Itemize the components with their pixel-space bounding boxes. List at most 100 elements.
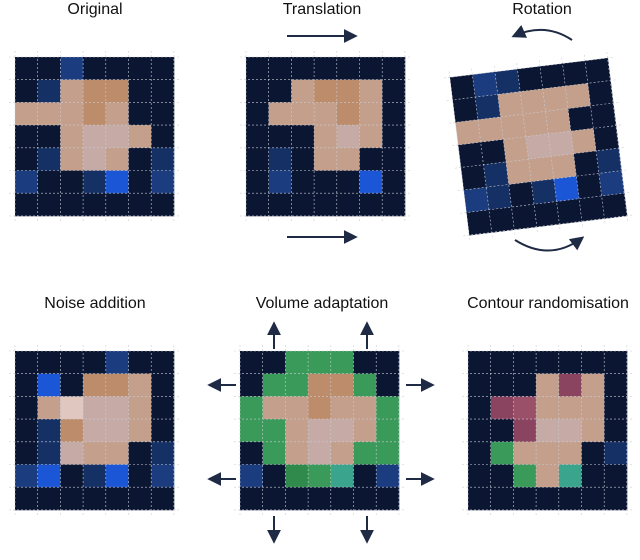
- grid-cell: [449, 74, 476, 101]
- grid-cell: [15, 373, 39, 397]
- grid-cell: [15, 102, 39, 126]
- grid-cell: [105, 419, 129, 443]
- grid-cell: [558, 373, 582, 397]
- grid-cell: [330, 464, 354, 488]
- grid-cell: [240, 487, 264, 511]
- grid-line: [457, 169, 628, 192]
- grid-cell: [376, 441, 400, 465]
- grid-cell: [128, 193, 152, 217]
- grid-cell: [128, 487, 152, 511]
- grid-cell: [291, 79, 315, 103]
- grid-cell: [285, 396, 309, 420]
- grid-cell: [105, 57, 129, 81]
- grid-cell: [83, 125, 107, 149]
- grid-line: [449, 102, 620, 124]
- grid-cell: [528, 156, 555, 183]
- grid-cell: [497, 91, 524, 118]
- grid-cell: [128, 57, 152, 81]
- grid-cell: [262, 396, 286, 420]
- grid-cell: [490, 441, 514, 465]
- grid-cell: [151, 170, 175, 194]
- grid-cell: [285, 373, 309, 397]
- grid-cell: [105, 441, 129, 465]
- grid-cell: [376, 487, 400, 511]
- grid-cell: [240, 396, 264, 420]
- grid-cell: [598, 170, 625, 197]
- grid-cell: [83, 487, 107, 511]
- grid-cell: [291, 102, 315, 126]
- grid-cell: [468, 396, 492, 420]
- grid-cell: [83, 170, 107, 194]
- grid-cell: [359, 79, 383, 103]
- grid-cell: [246, 79, 270, 103]
- grid-cell: [581, 396, 605, 420]
- grid-cell: [128, 419, 152, 443]
- title-original: Original: [67, 1, 122, 18]
- grid-cell: [513, 396, 537, 420]
- grid-cell: [581, 373, 605, 397]
- grid-cell: [314, 102, 338, 126]
- grid-cell: [60, 487, 84, 511]
- grid-cell: [353, 396, 377, 420]
- grid-cell: [240, 464, 264, 488]
- grid-cell: [246, 125, 270, 149]
- grid-cell: [336, 57, 360, 81]
- grid-cell: [308, 487, 332, 511]
- grid-cell: [37, 170, 61, 194]
- grid-cell: [468, 464, 492, 488]
- grid-cell: [151, 441, 175, 465]
- grid-cell: [330, 441, 354, 465]
- grid-cell: [105, 193, 129, 217]
- grid-cell: [285, 441, 309, 465]
- grid-cell: [128, 351, 152, 375]
- grid-cell: [262, 419, 286, 443]
- grid-cell: [359, 170, 383, 194]
- grid-cell: [359, 147, 383, 171]
- grid-cell: [151, 419, 175, 443]
- grid-cell: [60, 79, 84, 103]
- grid-cell: [37, 79, 61, 103]
- grid-cell: [83, 396, 107, 420]
- grid-cell: [60, 419, 84, 443]
- arrow-curved-icon: [514, 236, 585, 252]
- grid-cell: [336, 125, 360, 149]
- grid-cell: [314, 125, 338, 149]
- grid-cell: [151, 351, 175, 375]
- grid-contour: [462, 345, 633, 516]
- grid-line: [538, 60, 561, 230]
- grid-cell: [15, 441, 39, 465]
- grid-cell: [105, 79, 129, 103]
- grid-cell: [353, 464, 377, 488]
- grid-cell: [585, 57, 611, 84]
- grid-cell: [151, 147, 175, 171]
- grid-cell: [490, 419, 514, 443]
- grid-cell: [468, 441, 492, 465]
- grid-cell: [513, 464, 537, 488]
- grid-cell: [15, 57, 39, 81]
- grid-cell: [37, 373, 61, 397]
- grid-cell: [581, 351, 605, 375]
- grid-cell: [330, 373, 354, 397]
- grid-cell: [353, 441, 377, 465]
- grid-cell: [353, 419, 377, 443]
- grid-cell: [556, 198, 583, 225]
- title-volume: Volume adaptation: [256, 295, 389, 312]
- grid-cell: [83, 419, 107, 443]
- grid-cell: [60, 57, 84, 81]
- grid-cell: [330, 419, 354, 443]
- grid-cell: [593, 125, 620, 152]
- grid-cell: [268, 79, 292, 103]
- grid-line: [463, 214, 633, 237]
- grid-cell: [483, 161, 510, 188]
- title-rotation: Rotation: [512, 1, 572, 18]
- grid-cell: [37, 464, 61, 488]
- grid-cell: [604, 373, 628, 397]
- grid-line: [516, 63, 538, 233]
- grid-cell: [285, 487, 309, 511]
- grid-cell: [382, 125, 406, 149]
- grid-cell: [128, 125, 152, 149]
- grid-line: [561, 57, 583, 228]
- grid-cell: [83, 464, 107, 488]
- grid-cell: [466, 209, 493, 236]
- grid-cell: [262, 351, 286, 375]
